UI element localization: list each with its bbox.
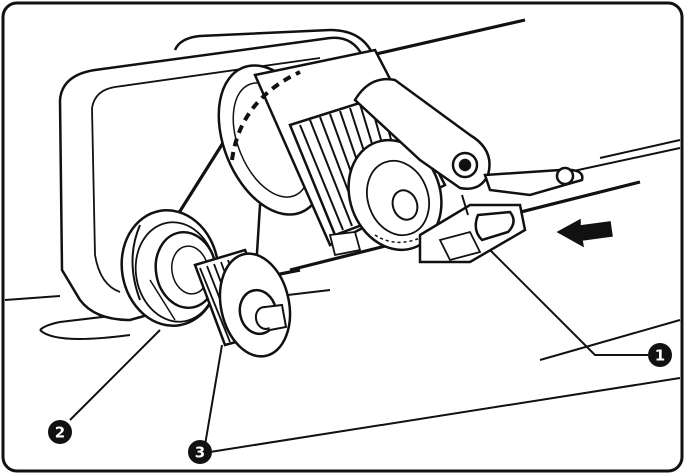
thread-guide-bracket — [328, 194, 527, 264]
knurled-nut — [193, 248, 292, 358]
stop-lever — [353, 77, 584, 197]
wound-thread-marks — [230, 70, 301, 161]
machine-bed — [4, 139, 681, 453]
left-arrow-icon — [556, 218, 613, 248]
callout-1: 1 — [648, 343, 672, 367]
callout-3-label: 3 — [195, 444, 205, 462]
callout-2-label: 2 — [55, 424, 65, 442]
callout-3: 3 — [188, 440, 212, 464]
callout-1-label: 1 — [655, 347, 665, 365]
drive-pulley — [120, 209, 220, 327]
callout-2: 2 — [48, 420, 72, 444]
leader-lines — [69, 249, 648, 446]
